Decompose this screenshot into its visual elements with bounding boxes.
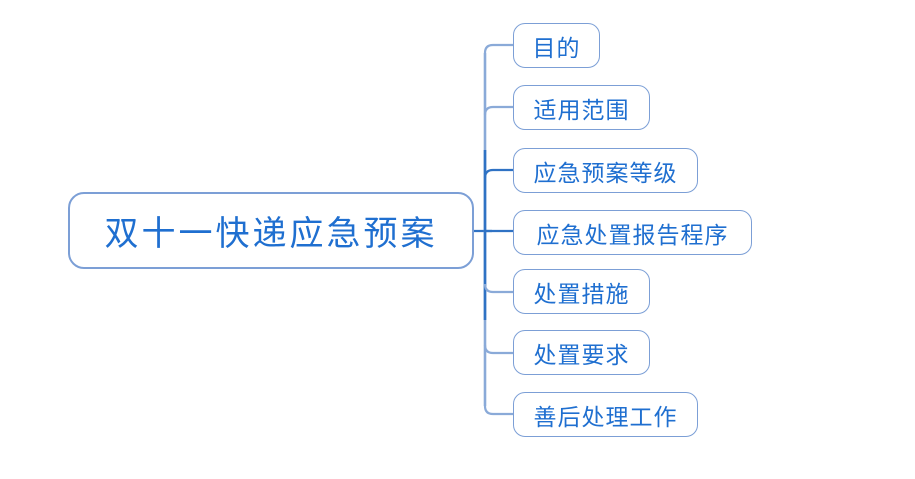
connector-branch-0	[483, 43, 513, 54]
child-node-label: 目的	[532, 34, 581, 61]
connector-branch-2	[483, 168, 513, 179]
connector-branch-5	[483, 344, 513, 355]
child-node-aftermath[interactable]: 善后处理工作	[513, 392, 698, 437]
child-node-label: 应急处置报告程序	[536, 221, 729, 248]
root-node[interactable]: 双十一快递应急预案	[68, 192, 474, 269]
root-node-label: 双十一快递应急预案	[104, 215, 438, 253]
connector-branch-1	[483, 105, 513, 116]
child-node-purpose[interactable]: 目的	[513, 23, 600, 68]
connector-branch-4	[483, 283, 513, 294]
child-node-label: 处置措施	[533, 280, 630, 307]
connector-branch-6	[483, 405, 513, 416]
child-node-label: 善后处理工作	[533, 403, 678, 430]
child-node-scope[interactable]: 适用范围	[513, 85, 650, 130]
child-node-requirements[interactable]: 处置要求	[513, 330, 650, 375]
child-node-label: 应急预案等级	[533, 159, 678, 186]
child-node-label: 适用范围	[533, 96, 630, 123]
child-node-measures[interactable]: 处置措施	[513, 269, 650, 314]
child-node-label: 处置要求	[533, 341, 630, 368]
child-node-report-procedure[interactable]: 应急处置报告程序	[513, 210, 752, 255]
child-node-plan-level[interactable]: 应急预案等级	[513, 148, 698, 193]
